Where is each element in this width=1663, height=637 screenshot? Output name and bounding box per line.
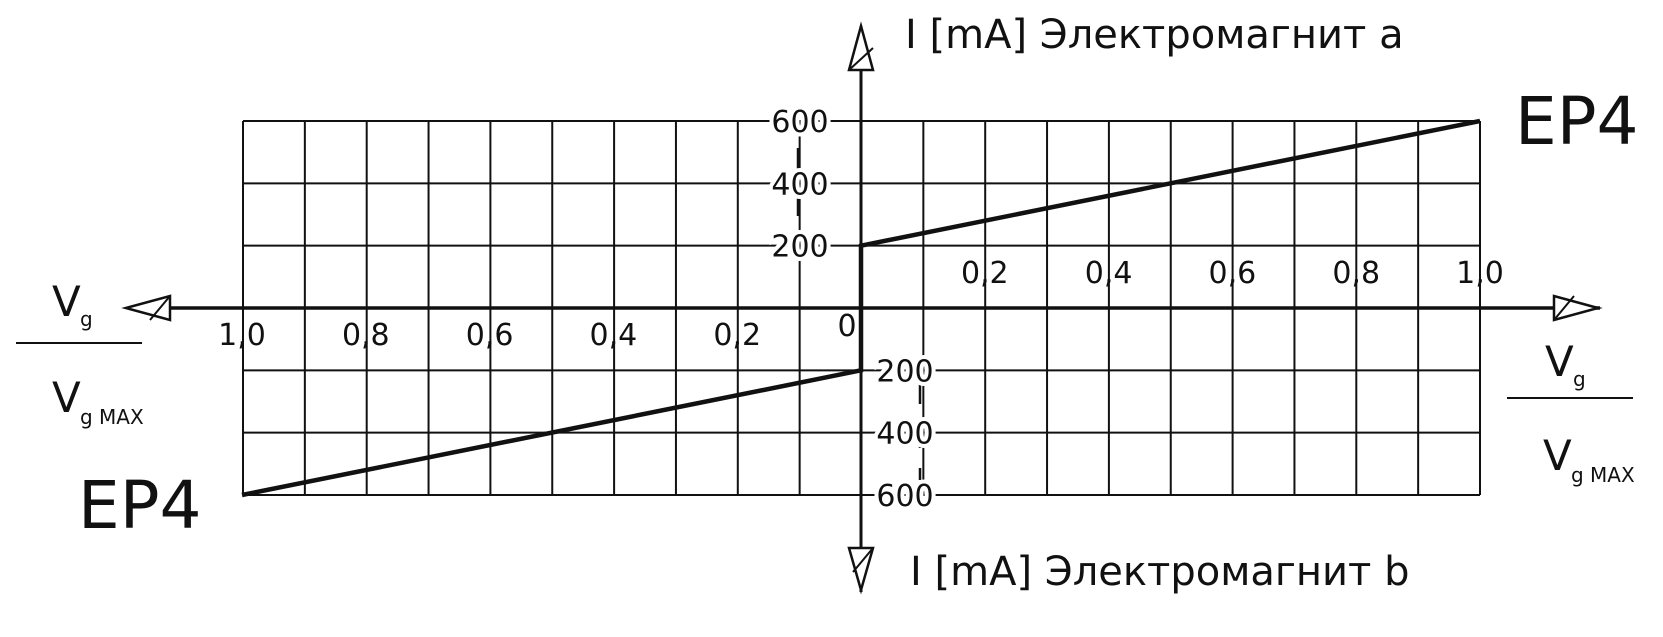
x-tick-label-right: 0,6 — [1209, 256, 1257, 291]
x-axis-arrow-left — [121, 294, 172, 322]
x-tick-label-right: 1,0 — [1456, 256, 1504, 291]
x-tick-label-left: 1,0 — [218, 318, 266, 353]
x-axis-label-right: V g V g MAX — [1507, 337, 1635, 487]
series-lines — [241, 118, 1481, 498]
x-tick-label-right: 0,4 — [1085, 256, 1133, 291]
series-label-ep4-bottom-left: EP4 — [78, 467, 202, 544]
y-tick-label-bottom: 600 — [876, 479, 933, 514]
x-label-right-denominator-sub: g MAX — [1571, 463, 1635, 487]
x-label-right-denominator: V — [1543, 431, 1572, 480]
x-tick-label-left: 0,8 — [342, 318, 390, 353]
x-label-left-numerator-sub: g — [80, 307, 93, 331]
x-tick-label-left: 0,6 — [466, 318, 514, 353]
x-axis-label-left: V g V g MAX — [16, 277, 144, 429]
x-tick-label-left: 0,4 — [590, 318, 638, 353]
y-axis-arrow-top — [847, 21, 875, 72]
x-label-right-numerator: V — [1545, 337, 1574, 386]
y-axis-arrow-bottom-hatch — [852, 547, 874, 573]
y-axis-bottom-label: I [mA] Электромагнит b — [910, 549, 1409, 595]
y-tick-label-bottom: 400 — [876, 417, 933, 452]
y-axis-arrow-bottom — [847, 546, 875, 595]
y-tick-label-top: 600 — [771, 105, 828, 140]
x-tick-label-left: 0,2 — [713, 318, 761, 353]
series-line-ep4-negative — [241, 308, 864, 498]
origin-label: 0 — [837, 309, 856, 344]
y-axis-top-label: I [mA] Электромагнит a — [905, 12, 1404, 58]
tick-labels: 0,2 0,4 0,6 0,8 1,0 1,0 0,8 0,6 0,4 0,2 0 600 400 200… — [218, 101, 1504, 518]
series-line-ep4-positive — [858, 118, 1481, 308]
x-label-left-numerator: V — [52, 277, 81, 326]
y-axis-arrow-top-hatch — [848, 47, 874, 71]
x-tick-label-right: 0,2 — [961, 256, 1009, 291]
x-label-right-numerator-sub: g — [1573, 367, 1586, 391]
x-axis-arrow-right — [1552, 294, 1603, 322]
series-label-ep4-top-right: EP4 — [1515, 83, 1639, 160]
x-label-left-denominator-sub: g MAX — [80, 405, 144, 429]
x-tick-label-right: 0,8 — [1332, 256, 1380, 291]
x-axis-arrow-left-hatch — [149, 295, 171, 321]
y-tick-label-bottom: 200 — [876, 354, 933, 389]
x-label-left-denominator: V — [52, 373, 81, 422]
y-tick-label-top: 400 — [771, 167, 828, 202]
x-axis-arrow-right-hatch — [1553, 295, 1575, 321]
y-tick-label-top: 200 — [771, 230, 828, 265]
